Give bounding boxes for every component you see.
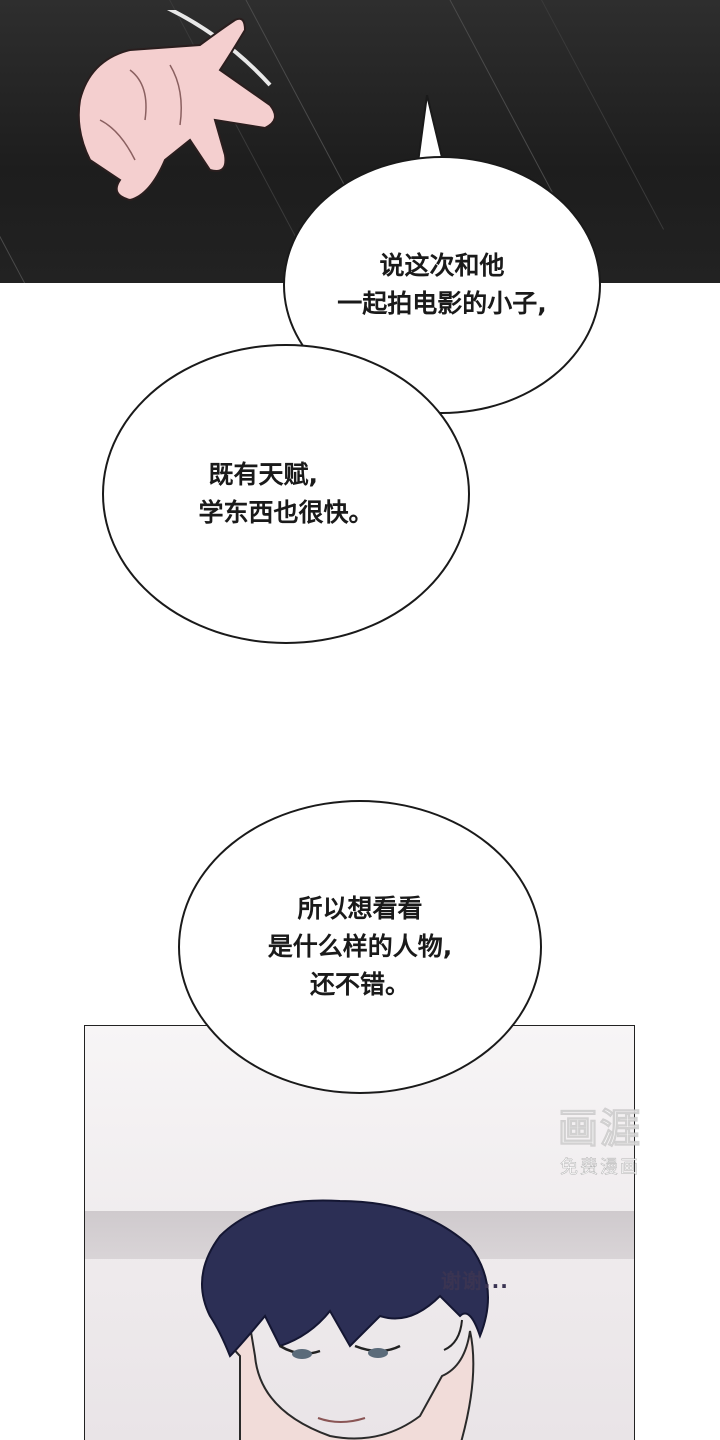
bubble-line: 说这次和他	[379, 251, 505, 280]
bubble-line: 学东西也很快。	[198, 498, 374, 527]
bubble-line: 还不错。	[309, 970, 410, 999]
speech-bubble-text: 所以想看看 是什么样的人物, 还不错。	[268, 890, 453, 1004]
watermark-subtitle: 免费漫画	[560, 1157, 640, 1179]
speech-bubble-lower: 所以想看看 是什么样的人物, 还不错。	[178, 800, 542, 1094]
bubble-line: 一起拍电影的小子,	[337, 289, 547, 318]
bottom-manga-panel	[84, 1025, 635, 1440]
watermark-logo: 画涯	[558, 1106, 642, 1153]
speech-bubble-middle: 既有天赋, 学东西也很快。	[102, 344, 470, 644]
speech-bubble-text: 既有天赋, 学东西也很快。	[198, 456, 373, 532]
hand-illustration	[77, 10, 276, 202]
bubble-line: 是什么样的人物,	[267, 932, 453, 961]
bubble-line: 所以想看看	[297, 894, 423, 923]
bubble-line: 既有天赋,	[208, 460, 318, 489]
site-watermark: 画涯 免费漫画	[540, 1105, 660, 1179]
character-illustration	[201, 1199, 489, 1440]
character-dialogue: 谢谢...	[441, 1269, 509, 1293]
dialogue-tail-mark	[443, 1319, 463, 1351]
speech-bubble-text: 说这次和他 一起拍电影的小子,	[337, 247, 547, 323]
